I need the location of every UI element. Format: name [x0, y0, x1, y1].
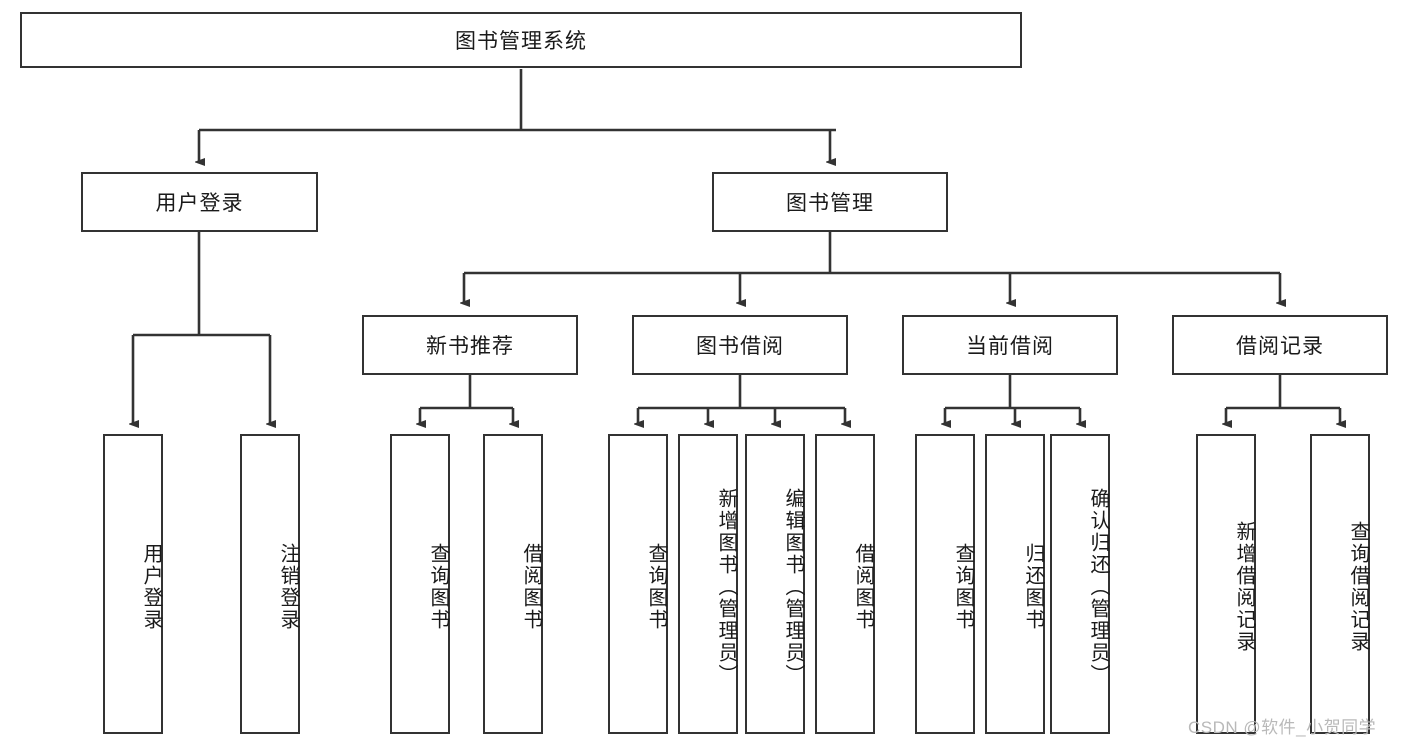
node-book-management[interactable]: 图书管理	[712, 172, 948, 232]
leaf-current-borrow-query[interactable]: 查询图书	[915, 434, 975, 734]
node-label: 确认归还（管理员）	[1087, 488, 1109, 686]
node-user-login[interactable]: 用户登录	[81, 172, 318, 232]
node-label: 归还图书	[1022, 543, 1044, 631]
leaf-user-login-login[interactable]: 用户登录	[103, 434, 163, 734]
leaf-user-login-logout[interactable]: 注销登录	[240, 434, 300, 734]
node-label: 借阅图书	[852, 543, 874, 631]
leaf-current-borrow-return[interactable]: 归还图书	[985, 434, 1045, 734]
node-label: 注销登录	[277, 543, 299, 631]
node-current-borrow[interactable]: 当前借阅	[902, 315, 1118, 375]
node-borrow-record[interactable]: 借阅记录	[1172, 315, 1388, 375]
node-label: 用户登录	[140, 543, 162, 631]
node-label: 查询借阅记录	[1347, 521, 1369, 653]
leaf-borrow-record-add[interactable]: 新增借阅记录	[1196, 434, 1256, 734]
node-label: 当前借阅	[966, 335, 1054, 358]
node-new-book-recommend[interactable]: 新书推荐	[362, 315, 578, 375]
node-label: 用户登录	[155, 192, 244, 215]
node-label: 借阅图书	[520, 543, 542, 631]
leaf-book-borrow-edit[interactable]: 编辑图书（管理员）	[745, 434, 805, 734]
csdn-watermark: CSDN @软件_小贺同学	[1188, 718, 1377, 737]
node-label: 图书管理	[786, 192, 874, 215]
leaf-current-borrow-confirm-return[interactable]: 确认归还（管理员）	[1050, 434, 1110, 734]
node-root-system[interactable]: 图书管理系统	[20, 12, 1022, 68]
leaf-new-book-borrow[interactable]: 借阅图书	[483, 434, 543, 734]
node-label: 查询图书	[952, 543, 974, 631]
leaf-new-book-query[interactable]: 查询图书	[390, 434, 450, 734]
node-label: 新增借阅记录	[1233, 521, 1255, 653]
node-label: 新书推荐	[426, 335, 514, 358]
leaf-book-borrow-borrow[interactable]: 借阅图书	[815, 434, 875, 734]
node-label: 图书借阅	[696, 335, 784, 358]
node-book-borrow[interactable]: 图书借阅	[632, 315, 848, 375]
leaf-book-borrow-add[interactable]: 新增图书（管理员）	[678, 434, 738, 734]
node-label: 借阅记录	[1236, 335, 1324, 358]
node-label: 查询图书	[645, 543, 667, 631]
leaf-book-borrow-query[interactable]: 查询图书	[608, 434, 668, 734]
leaf-borrow-record-query[interactable]: 查询借阅记录	[1310, 434, 1370, 734]
node-label: 图书管理系统	[455, 30, 587, 53]
node-label: 新增图书（管理员）	[715, 488, 737, 686]
node-label: 编辑图书（管理员）	[782, 488, 804, 686]
node-label: 查询图书	[427, 543, 449, 631]
